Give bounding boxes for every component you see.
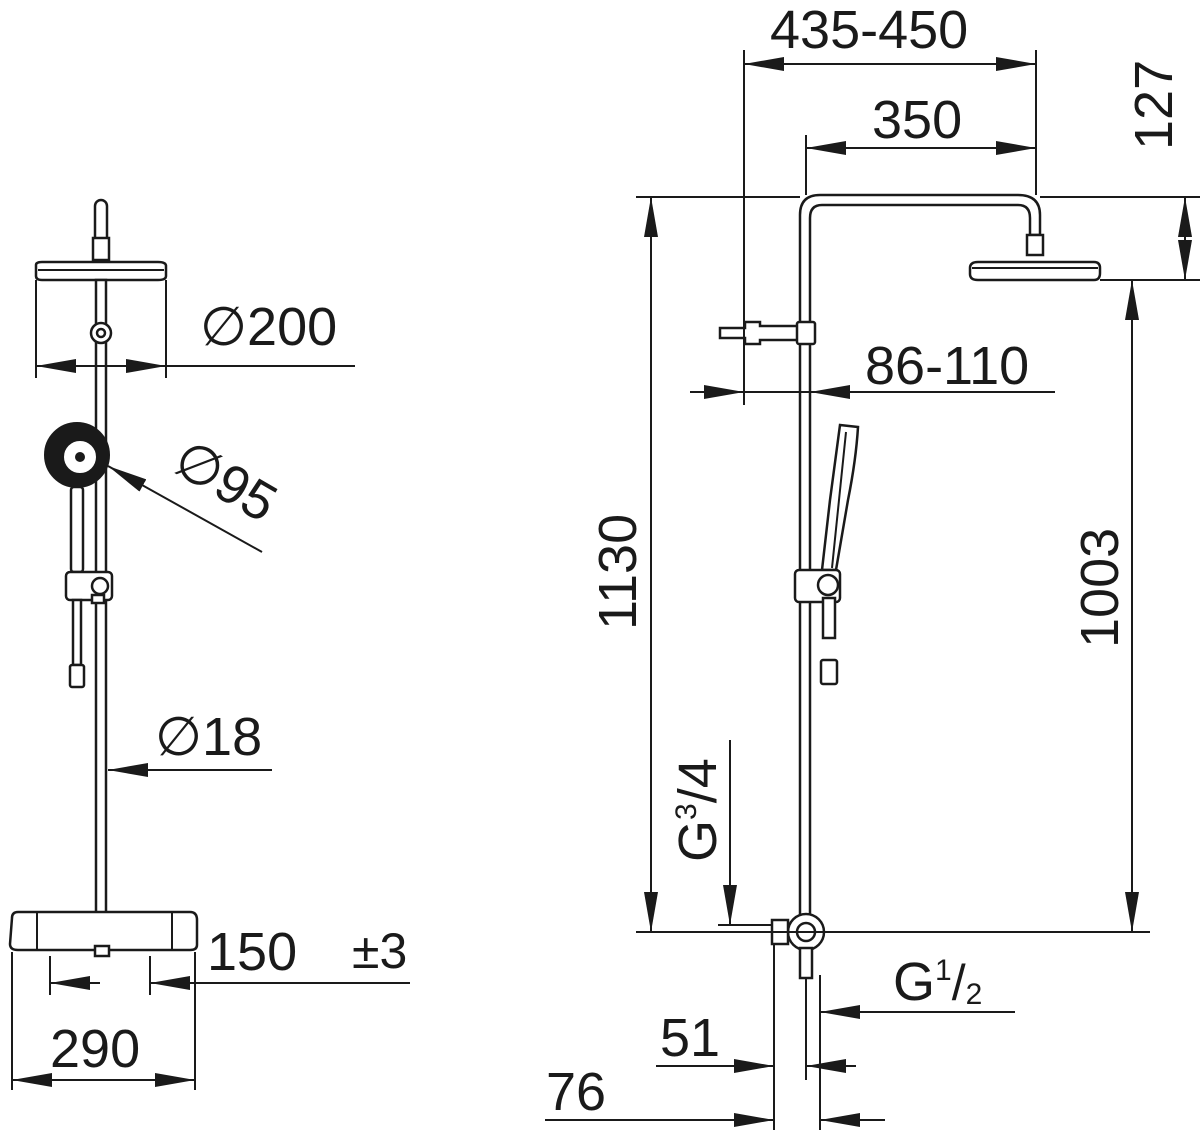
dim-pipe-diameter: ∅18: [155, 707, 262, 767]
dim-handshower-diameter: ∅95: [164, 428, 287, 534]
svg-text:G3/4: G3/4: [668, 758, 728, 862]
overhead-shower-side: [968, 260, 1102, 282]
head-connector: [91, 236, 111, 262]
dim-head-diameter: ∅200: [200, 297, 337, 357]
outlet-thread-label: G1/2: [893, 952, 982, 1012]
dim-tolerance: ±3: [352, 923, 407, 979]
dim-total-height: 1130: [588, 514, 648, 630]
dim-arm-reach: 435-450: [770, 0, 968, 60]
front-view: ∅200 ∅95 ∅18 150 ±3 290: [8, 198, 410, 1090]
side-view: 435-450 350 127 86-110 1130 1003 G3/4: [545, 0, 1200, 1130]
dim-bracket-offset: 86-110: [865, 336, 1029, 396]
dim-head-to-outlet: 1003: [1070, 528, 1130, 648]
dim-head-height: 127: [1124, 60, 1184, 150]
thermostat-body: [8, 910, 199, 952]
inlet-thread-label: G3/4: [668, 758, 728, 862]
wall-bracket-side: [718, 320, 802, 346]
dim-width: 290: [50, 1019, 140, 1079]
handshower-handle: [69, 485, 85, 574]
dim-arm-length: 350: [872, 90, 962, 150]
dim-wall-to-pipe: 51: [660, 1008, 720, 1068]
dim-centers: 150: [207, 922, 297, 982]
head-joint: [1025, 233, 1045, 257]
dim-wall-to-front: 76: [546, 1062, 606, 1122]
hose: [71, 598, 83, 667]
